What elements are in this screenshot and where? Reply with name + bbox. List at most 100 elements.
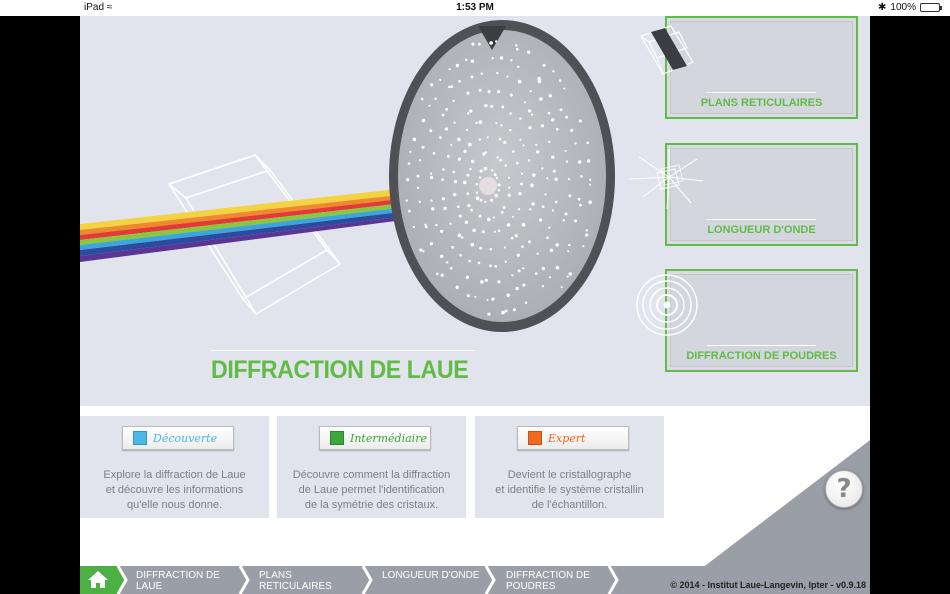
card-label: LONGUEUR D'ONDE [707,224,816,236]
rotate-arrow-icon[interactable] [478,26,506,50]
diffraction-spot [424,223,427,226]
diffraction-spot [467,112,470,115]
diffraction-spot [541,205,545,209]
diffraction-spot [452,99,455,102]
diffraction-spot [432,152,436,155]
diffraction-spot [498,137,502,141]
level-card-decouverte: Découverte Explore la diffraction de Lau… [80,416,269,518]
home-icon [88,571,108,588]
diffraction-spot [467,203,471,208]
diffraction-spot [471,159,475,163]
diffraction-spot [416,186,420,189]
diffraction-spot [493,173,497,177]
diffraction-spot [469,109,473,113]
diffraction-spot [449,222,452,225]
diffraction-spot [524,301,528,304]
diffraction-spot [514,234,518,238]
crumb-plans-reticulaires[interactable]: PLANS RETICULAIRES [259,570,332,592]
diffraction-spot [520,182,523,186]
diffraction-spot [466,173,470,177]
diffraction-spot [479,198,483,202]
diffraction-spot [527,159,531,162]
breadcrumb: DIFFRACTION DE LAUE PLANS RETICULAIRES L… [80,566,870,594]
diffraction-spot [491,169,494,172]
diffraction-spot [508,186,511,189]
diffraction-spot [419,248,423,252]
diffraction-spot [478,42,481,46]
level-description: Devient le cristallographe et identifie … [495,469,644,511]
diffraction-spot [552,169,556,173]
diffraction-spot [429,242,433,246]
help-button[interactable]: ? [825,470,863,508]
diffraction-spot [509,129,512,132]
diffraction-spot [582,245,585,248]
diffraction-spot [500,211,504,214]
diffraction-spot [448,85,451,89]
crumb-longueur-onde[interactable]: LONGUEUR D'ONDE [382,570,480,581]
diffraction-spot [441,178,444,181]
diffraction-spot [554,200,558,204]
diffraction-spot [503,246,506,249]
diffraction-spot [539,97,543,101]
diffraction-spot [479,246,483,250]
diffraction-spot [516,47,519,51]
diffraction-spot [446,154,450,158]
diffraction-spot [497,280,501,284]
diffraction-spot [468,142,472,147]
diffraction-spot [540,124,544,128]
diffraction-spot [470,75,474,79]
diffraction-spot [449,266,453,270]
diffraction-spot [440,273,444,277]
diffraction-spot [546,177,549,180]
diffraction-spot [463,149,467,154]
diffraction-spot [512,150,515,153]
diffraction-spot [516,161,519,165]
diffraction-spot [585,233,589,237]
diffraction-spot [478,176,482,179]
diffraction-spot [421,118,426,123]
diffraction-spot [496,71,499,75]
diffraction-spot [532,173,536,177]
battery-percent: 100% [890,2,916,13]
diffraction-spot [501,310,505,315]
decouverte-button[interactable]: Découverte [122,426,234,450]
crumb-diffraction-poudres[interactable]: DIFFRACTION DE POUDRES [506,570,590,592]
diffraction-spot [441,197,446,201]
diffraction-spot [466,192,470,195]
diffraction-spot [497,229,501,233]
expert-button[interactable]: Expert [517,426,629,450]
diffraction-spot [517,65,520,68]
diffraction-spot [439,136,442,139]
corner-decoration [658,440,870,594]
diffraction-spot [475,196,480,201]
intermediaire-button[interactable]: Intermédiaire [319,426,431,450]
diffraction-spot [531,202,535,206]
diffraction-spot [478,88,482,92]
crumb-diffraction-laue[interactable]: DIFFRACTION DE LAUE [136,570,220,592]
diffraction-spot [482,152,486,156]
diffraction-spot [497,189,501,192]
diffraction-spot [555,265,560,270]
diffraction-spot [475,191,478,194]
diffraction-spot [459,253,462,257]
diffraction-spot [588,200,592,205]
diffraction-spot [489,41,493,45]
diffraction-spot [542,63,546,67]
diffraction-spot [489,198,494,202]
diffraction-spot [510,236,514,240]
diffraction-spot [528,240,531,244]
diffraction-spot [481,230,485,234]
diffraction-spot [465,58,468,62]
card-longueur-onde[interactable]: LONGUEUR D'ONDE [628,143,858,246]
diffraction-spot [458,214,462,218]
diffraction-spot [430,172,433,175]
diffraction-spot [478,138,481,141]
home-button[interactable] [80,566,120,594]
diffraction-spot [539,218,543,222]
card-diffraction-poudres[interactable]: DIFFRACTION DE POUDRES [636,269,858,372]
diffraction-spot [458,79,461,83]
diffraction-spot [504,309,508,313]
card-plans-reticulaires[interactable]: PLANS RETICULAIRES [640,16,858,119]
diffraction-spot [515,286,519,291]
title-rule [211,350,475,351]
